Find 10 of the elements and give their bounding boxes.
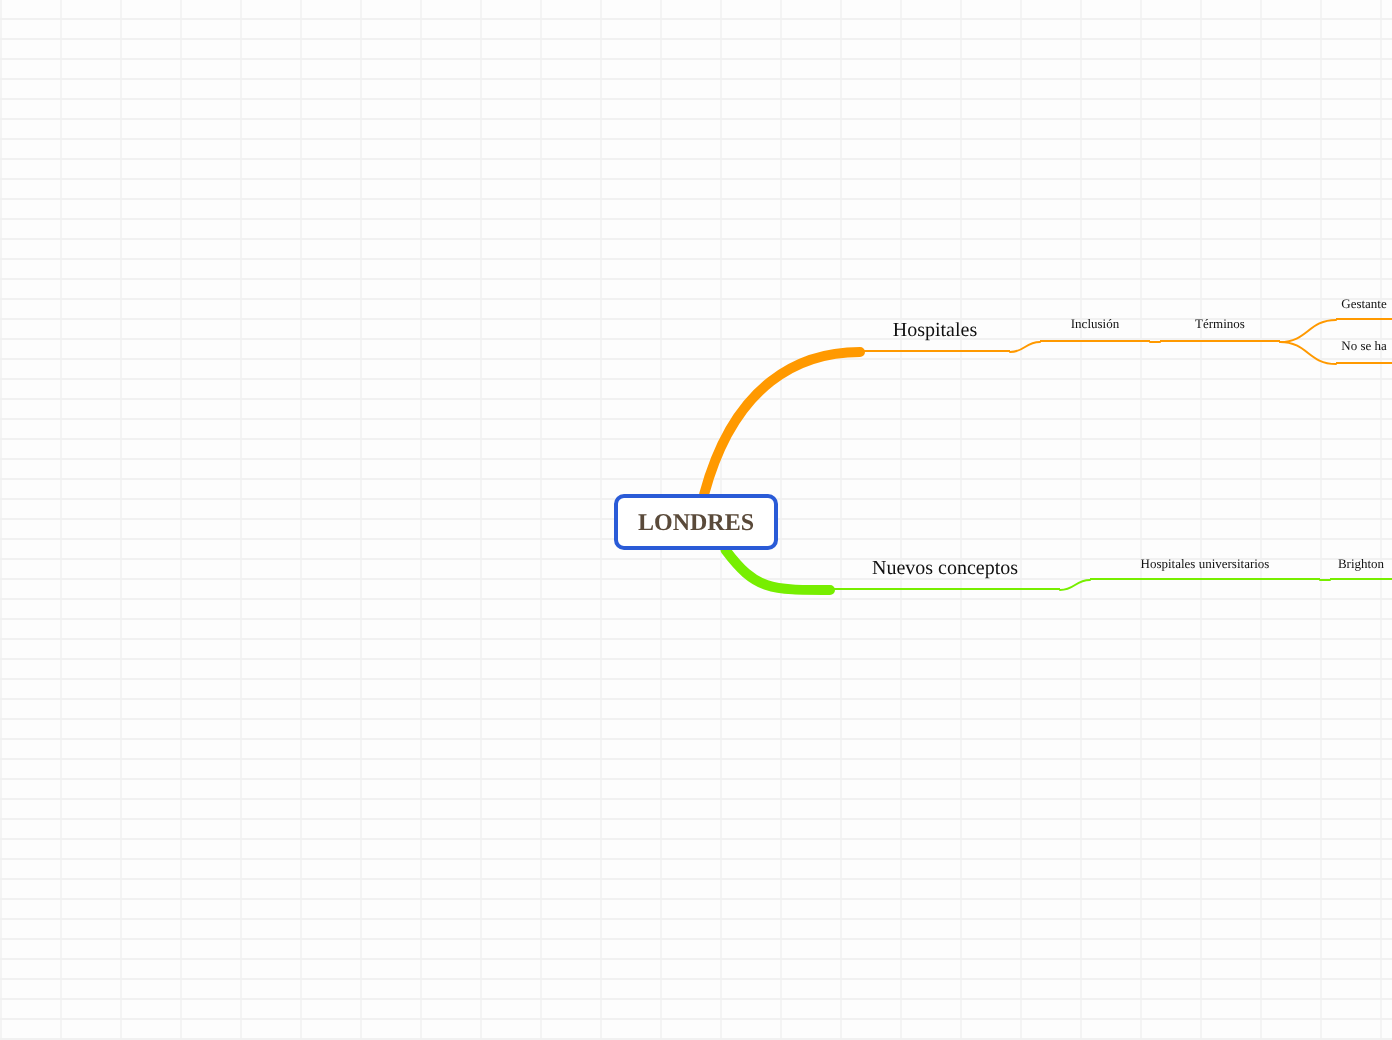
branch-line [699,347,865,499]
branch-line [1009,341,1041,353]
topic-label: Hospitales [860,310,1010,352]
central-topic: LONDRES [614,494,778,550]
branch-line [1149,341,1161,343]
branch-line [1279,341,1337,365]
branch-line [720,545,835,595]
branch-line [1319,579,1331,581]
branch-line [1059,579,1091,591]
topic-label: Nuevos conceptos [830,548,1060,590]
